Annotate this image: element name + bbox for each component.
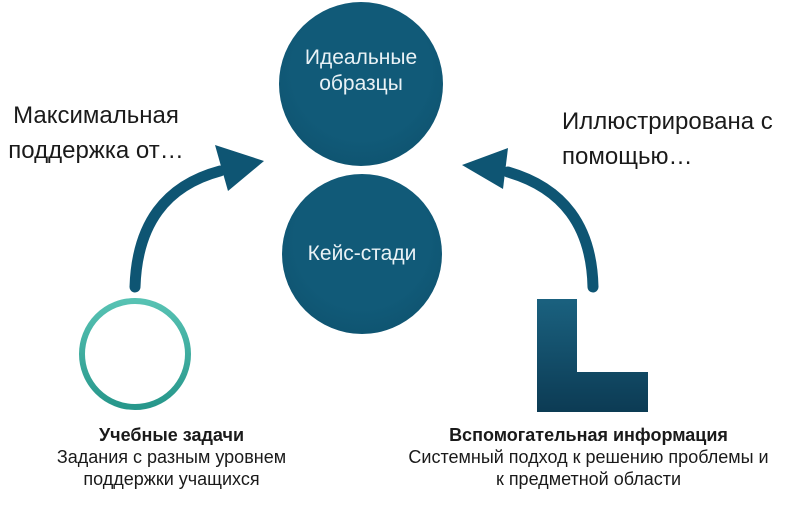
left-arrow-head-icon bbox=[215, 145, 264, 191]
left-arrow-curve bbox=[129, 165, 226, 293]
node-ideal-samples-label: Идеальные образцы bbox=[304, 46, 418, 95]
right-annotation-label: Иллюстрирована с помощью… bbox=[562, 108, 773, 170]
node-ideal-samples: Идеальные образцы bbox=[279, 2, 443, 166]
right-arrow bbox=[462, 148, 599, 293]
learning-tasks-title: Учебные задачи bbox=[98, 425, 245, 445]
node-case-study-label: Кейс-стади bbox=[307, 242, 417, 265]
node-case-study: Кейс-стади bbox=[282, 174, 442, 334]
left-arrow bbox=[129, 145, 264, 293]
learning-tasks-description: Задания с разным уровнем поддержки учащи… bbox=[56, 447, 287, 489]
learning-tasks-caption: Учебные задачи Задания с разным уровнем … bbox=[30, 424, 313, 490]
l-block-icon bbox=[537, 299, 648, 412]
supporting-info-caption: Вспомогательная информация Системный под… bbox=[392, 424, 785, 490]
ring-icon bbox=[79, 298, 191, 410]
supporting-info-description: Системный подход к решению проблемы и к … bbox=[408, 447, 769, 489]
supporting-info-title: Вспомогательная информация bbox=[449, 425, 728, 445]
left-annotation-label: Максимальная поддержка от… bbox=[8, 102, 184, 164]
right-arrow-head-icon bbox=[462, 148, 508, 189]
right-arrow-curve bbox=[502, 166, 599, 293]
